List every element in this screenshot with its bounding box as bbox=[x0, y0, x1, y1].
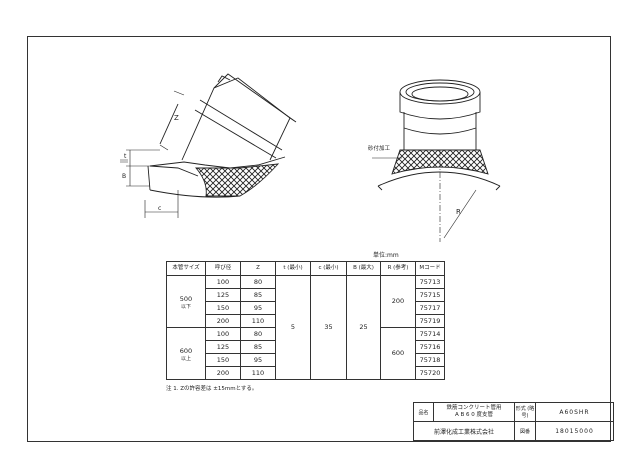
table-row: 200 110 75719 bbox=[167, 314, 445, 328]
cell-b: 25 bbox=[346, 275, 381, 380]
tolerance-note: 注 1. Zの許容差は ±15mmとする。 bbox=[166, 386, 258, 392]
header-main-size: 本管サイズ bbox=[166, 261, 206, 276]
cell-r: 200 bbox=[380, 275, 416, 328]
label-b: B bbox=[122, 173, 126, 180]
product-name-line2: A B 6 0 度支管 bbox=[454, 412, 494, 418]
cell-diameter: 100 bbox=[205, 275, 241, 289]
cell-m-code: 75720 bbox=[415, 366, 445, 380]
cell-m-code: 75714 bbox=[415, 327, 445, 341]
drawing-no-value: 18015000 bbox=[535, 421, 614, 441]
cell-m-code: 75718 bbox=[415, 353, 445, 367]
side-view bbox=[120, 73, 297, 218]
cell-z: 80 bbox=[240, 327, 276, 341]
cell-m-code: 75719 bbox=[415, 314, 445, 328]
cell-m-code: 75717 bbox=[415, 301, 445, 315]
cell-t: 5 bbox=[275, 275, 311, 380]
size-main: 600 bbox=[179, 346, 193, 355]
cell-z: 110 bbox=[240, 366, 276, 380]
model-value: A60SHR bbox=[535, 402, 614, 422]
cell-z: 85 bbox=[240, 288, 276, 302]
cell-z: 85 bbox=[240, 340, 276, 354]
cell-m-code: 75713 bbox=[415, 275, 445, 289]
cell-m-code: 75715 bbox=[415, 288, 445, 302]
size-main: 500 bbox=[179, 294, 193, 303]
cell-diameter: 125 bbox=[205, 288, 241, 302]
header-b: B (最大) bbox=[346, 261, 381, 276]
table-row: 150 95 75718 bbox=[167, 353, 445, 367]
header-z: Z bbox=[240, 261, 276, 276]
table-row: 200 110 75720 bbox=[167, 366, 445, 380]
cell-m-code: 75716 bbox=[415, 340, 445, 354]
cell-diameter: 200 bbox=[205, 314, 241, 328]
size-sub: 以上 bbox=[180, 355, 191, 362]
cell-main-size: 500 以下 bbox=[166, 275, 206, 328]
cell-z: 95 bbox=[240, 301, 276, 315]
label-t: t bbox=[124, 153, 127, 160]
header-t: t (最小) bbox=[275, 261, 311, 276]
header-r: R (参考) bbox=[380, 261, 416, 276]
product-name: 鉄筋コンクリート管用 A B 6 0 度支管 bbox=[433, 402, 515, 422]
cell-z: 95 bbox=[240, 353, 276, 367]
saddle-hatch bbox=[195, 163, 280, 197]
cell-diameter: 200 bbox=[205, 366, 241, 380]
cell-main-size: 600 以上 bbox=[166, 327, 206, 380]
label-c: c bbox=[158, 205, 161, 212]
title-block: 品名 鉄筋コンクリート管用 A B 6 0 度支管 形式 (略号) A60SHR… bbox=[413, 402, 614, 441]
table-row: 500 以下 100 80 5 35 25 200 75713 bbox=[166, 275, 445, 380]
name-label: 品名 bbox=[413, 402, 434, 422]
cell-c: 35 bbox=[310, 275, 347, 380]
cell-r: 600 bbox=[380, 327, 416, 380]
drawing-frame bbox=[27, 36, 611, 442]
spec-header-row: 本管サイズ 呼び径 Z t (最小) c (最小) B (最大) R (参考) … bbox=[166, 261, 445, 276]
model-label: 形式 (略号) bbox=[514, 402, 536, 422]
header-diameter: 呼び径 bbox=[205, 261, 241, 276]
header-m-code: Mコード bbox=[415, 261, 445, 276]
front-view bbox=[372, 79, 501, 242]
cell-diameter: 100 bbox=[205, 327, 241, 341]
cell-z: 80 bbox=[240, 275, 276, 289]
header-c: c (最小) bbox=[310, 261, 347, 276]
saddle-top bbox=[149, 156, 286, 169]
cell-diameter: 125 bbox=[205, 340, 241, 354]
drawing-no-label: 図番 bbox=[514, 421, 536, 441]
label-z: Z bbox=[174, 114, 179, 122]
cell-diameter: 150 bbox=[205, 301, 241, 315]
label-sand-finish: 砂付加工 bbox=[368, 144, 391, 152]
unit-label: 単位:mm bbox=[373, 252, 399, 259]
product-name-line1: 鉄筋コンクリート管用 bbox=[446, 405, 502, 411]
cell-diameter: 150 bbox=[205, 353, 241, 367]
branch-body bbox=[181, 77, 291, 161]
label-r: R bbox=[456, 208, 461, 216]
table-row: 150 95 75717 bbox=[167, 301, 445, 315]
spec-table: 本管サイズ 呼び径 Z t (最小) c (最小) B (最大) R (参考) … bbox=[166, 261, 445, 380]
size-sub: 以下 bbox=[180, 303, 191, 310]
company-name: 前澤化成工業株式会社 bbox=[413, 421, 515, 441]
table-row: 125 85 75716 bbox=[167, 340, 445, 354]
cell-z: 110 bbox=[240, 314, 276, 328]
